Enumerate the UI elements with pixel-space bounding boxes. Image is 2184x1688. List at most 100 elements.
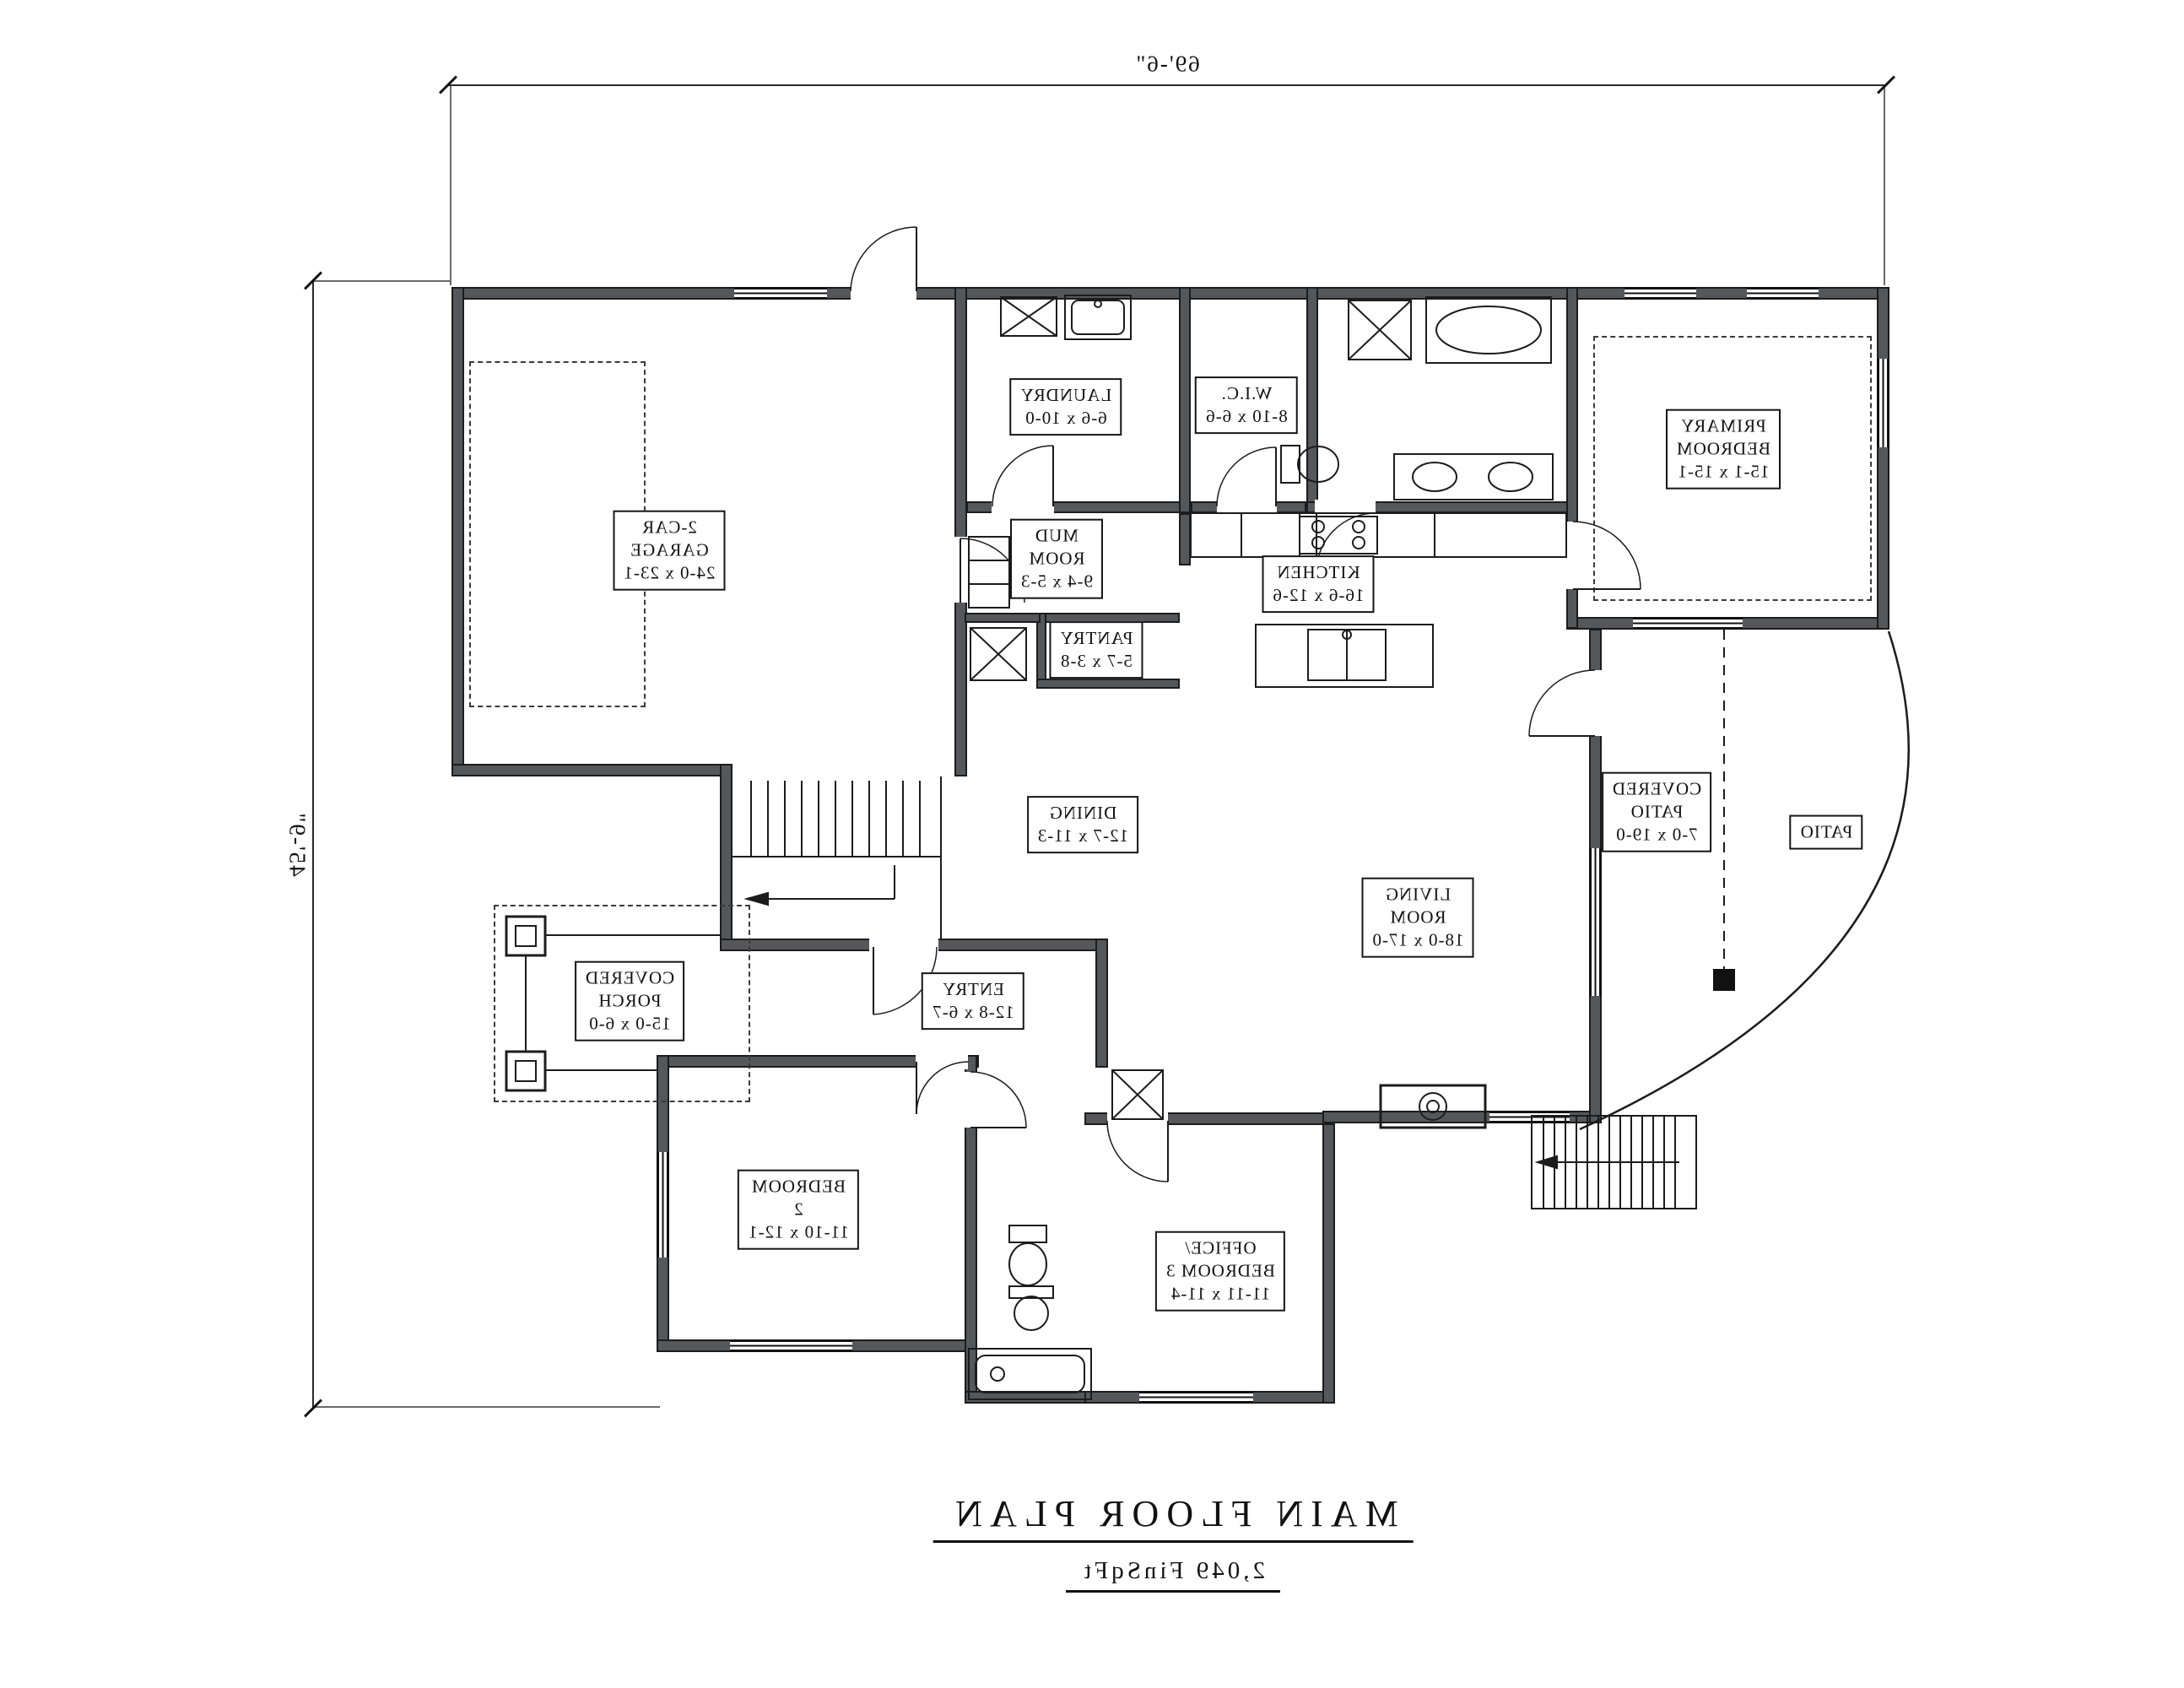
room-label-line: 6-6 x 10-0 xyxy=(1024,408,1107,428)
extension-line xyxy=(1884,86,1885,285)
wall-exterior-left xyxy=(451,287,464,776)
attic-access-icon xyxy=(1000,296,1057,337)
door-swing-arcs xyxy=(850,226,1641,1182)
door-opening-laundry xyxy=(992,500,1054,515)
room-label-line: 11-10 x 12-1 xyxy=(748,1221,849,1242)
room-label-line: OFFICE/ xyxy=(1184,1237,1257,1258)
primary-tray-ceiling-dashed-outline xyxy=(1593,336,1872,601)
extension-line xyxy=(450,86,451,285)
room-label-line: 15-1 x 15-1 xyxy=(1677,461,1770,482)
room-label-living-room: LIVING ROOM 18-0 x 17-0 xyxy=(1361,877,1474,958)
room-label-line: LIVING xyxy=(1384,884,1451,905)
toilet-icon xyxy=(1280,445,1339,484)
wall-pantry-top xyxy=(1036,613,1180,623)
room-label-line: BEDROOM xyxy=(1675,438,1771,459)
room-label-entry: ENTRY 12-8 x 6-7 xyxy=(922,972,1024,1030)
wall-stair-left xyxy=(720,764,733,951)
wall-mud-right xyxy=(1179,513,1191,565)
room-label-covered-patio: COVERED PATIO 7-0 x 19-0 xyxy=(1601,771,1712,852)
room-label-line: 7-0 x 19-0 xyxy=(1615,824,1698,845)
window-primary-right xyxy=(1877,359,1889,447)
room-label-line: GARAGE xyxy=(630,539,709,560)
room-label-patio: PATIO xyxy=(1789,814,1863,850)
room-label-kitchen: KITCHEN 16-6 x 12-6 xyxy=(1262,555,1375,613)
room-label-garage: 2-CAR GARAGE 24-0 x 23-1 xyxy=(613,510,726,591)
room-label-line: 8-10 x 6-6 xyxy=(1205,406,1288,426)
kitchen-counter xyxy=(1190,512,1567,558)
room-label-line: PRIMARY xyxy=(1680,415,1766,436)
room-label-line: PORCH xyxy=(597,990,662,1011)
wall-pantry-bottom xyxy=(1036,679,1180,689)
room-label-line: DINING xyxy=(1048,803,1117,824)
room-label-office-bedroom-3: OFFICE/ BEDROOM 3 11-11 x 11-4 xyxy=(1155,1231,1285,1312)
double-vanity-icon xyxy=(1393,453,1554,500)
room-label-line: ENTRY xyxy=(942,979,1004,1000)
wall-bedroom2-top xyxy=(657,1055,979,1068)
wall-pantry-left xyxy=(1036,613,1046,689)
window-primary-patio xyxy=(1633,617,1743,630)
room-label-primary-bedroom: PRIMARY BEDROOM 15-1 x 15-1 xyxy=(1665,408,1781,490)
wall-closet-top xyxy=(965,613,1041,623)
room-label-line: 12-7 x 11-3 xyxy=(1036,825,1129,846)
door-opening-bath xyxy=(1315,500,1376,515)
exterior-stairs-icon xyxy=(1531,1115,1697,1209)
room-label-bedroom-2: BEDROOM 2 11-10 x 12-1 xyxy=(738,1169,859,1250)
room-label-line: PANTRY xyxy=(1059,628,1133,649)
room-label-line: KITCHEN xyxy=(1276,562,1360,583)
window-primary-top-2 xyxy=(1747,287,1819,300)
wall-entry-right xyxy=(1095,939,1108,1068)
room-label-line: 11-11 x 11-4 xyxy=(1170,1283,1271,1304)
window-living-bottom xyxy=(1489,1111,1570,1123)
extension-line xyxy=(314,1406,660,1408)
top-dimension-line xyxy=(447,84,1886,86)
extension-line xyxy=(314,280,451,282)
wall-garage-bottom xyxy=(451,764,733,776)
door-opening-bath2 xyxy=(963,1072,979,1128)
door-opening-wic xyxy=(1217,500,1277,515)
fireplace-icon xyxy=(1379,1084,1487,1129)
room-label-line: 16-6 x 12-6 xyxy=(1272,585,1365,605)
bathtub-icon xyxy=(1425,296,1552,364)
patio-curved-edge xyxy=(1579,630,1911,1131)
left-dimension-text: 45'-9" xyxy=(284,811,311,877)
room-label-line: ROOM xyxy=(1389,906,1446,928)
porch-edge-lines xyxy=(525,934,720,1071)
top-dimension-text: 69'-6" xyxy=(1134,51,1200,77)
room-label-line: 15-0 x 6-0 xyxy=(588,1013,671,1034)
room-label-covered-porch: COVERED PORCH 15-0 x 6-0 xyxy=(574,960,685,1041)
door-opening-rear xyxy=(851,285,916,301)
window-primary-top-1 xyxy=(1624,287,1696,300)
room-label-line: ROOM xyxy=(1028,548,1085,569)
wall-garage-right xyxy=(954,287,967,776)
room-label-line: LAUNDRY xyxy=(1019,385,1112,406)
linen-closet-icon xyxy=(1111,1069,1164,1120)
door-opening-front xyxy=(869,937,938,953)
shower-icon xyxy=(1348,300,1412,360)
room-label-line: BEDROOM xyxy=(751,1176,846,1197)
porch-roof-dashed-outline xyxy=(494,905,750,1102)
plan-title: MAIN FLOOR PLAN xyxy=(933,1492,1414,1543)
room-label-line: 2 xyxy=(793,1198,803,1220)
room-label-pantry: PANTRY 5-7 x 3-8 xyxy=(1049,621,1143,679)
room-label-line: COVERED xyxy=(1611,778,1702,799)
plan-area-text: 2,049 FinSqFt xyxy=(1066,1557,1280,1593)
door-opening-bedroom2 xyxy=(916,1053,968,1069)
door-opening-primary xyxy=(1565,522,1580,589)
pedestal-sink-icon xyxy=(1008,1285,1054,1331)
room-label-line: BEDROOM 3 xyxy=(1165,1260,1275,1281)
room-label-line: COVERED xyxy=(584,967,675,988)
mudroom-bench-icon xyxy=(968,536,1010,609)
left-dimension-line xyxy=(312,280,314,1408)
window-bedroom2-bottom xyxy=(730,1339,852,1352)
room-label-dining: DINING 12-7 x 11-3 xyxy=(1026,796,1139,853)
kitchen-island xyxy=(1255,624,1434,688)
room-label-line: MUD xyxy=(1035,525,1079,546)
wall-bath2-left xyxy=(965,1055,977,1403)
room-label-line: 5-7 x 3-8 xyxy=(1060,651,1133,671)
room-label-line: 18-0 x 17-0 xyxy=(1371,929,1464,950)
hall-bathtub-icon xyxy=(968,1348,1092,1400)
room-label-line: PATIO xyxy=(1630,801,1684,822)
room-label-line: PATIO xyxy=(1799,821,1853,842)
